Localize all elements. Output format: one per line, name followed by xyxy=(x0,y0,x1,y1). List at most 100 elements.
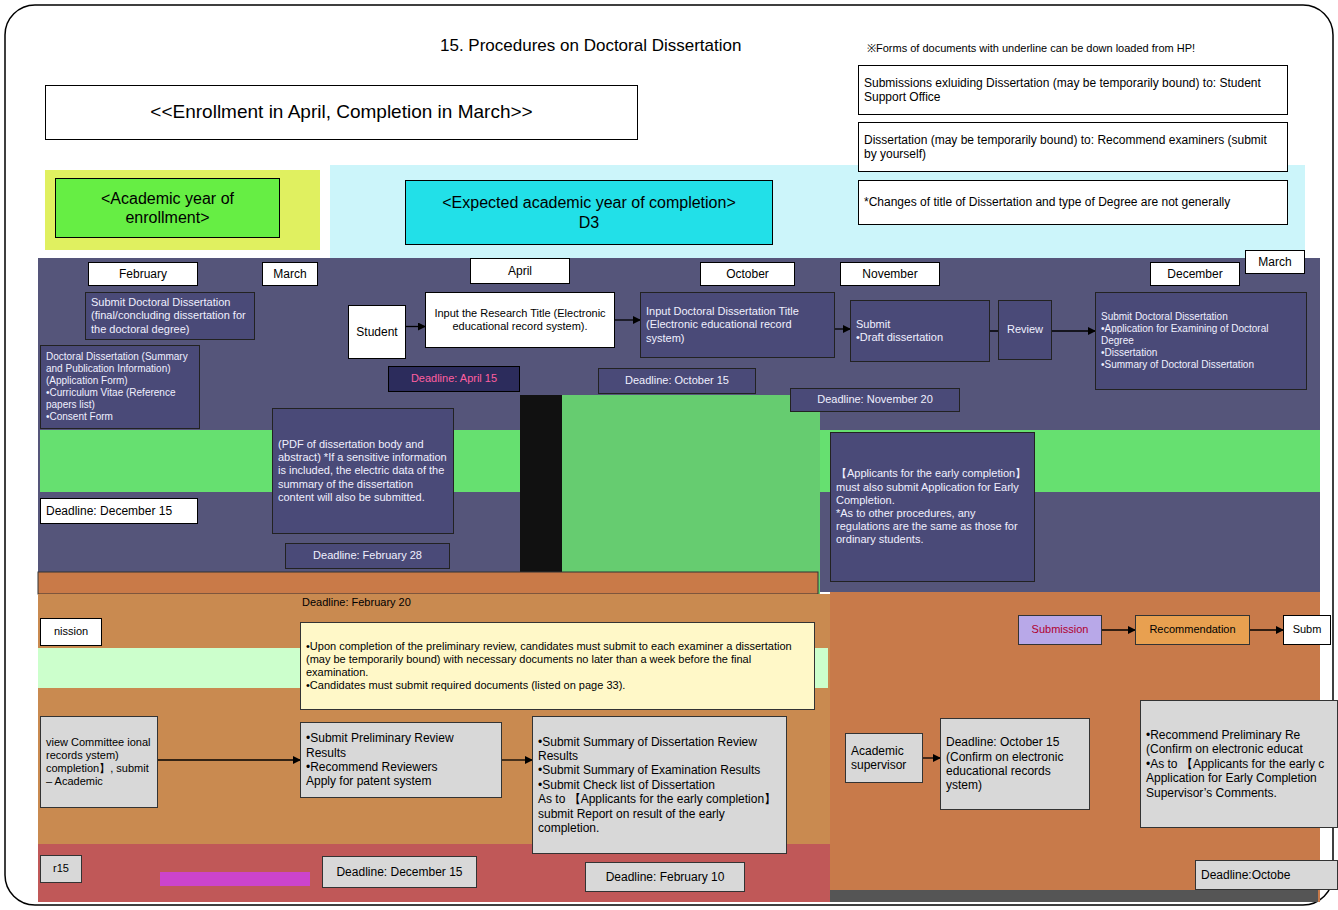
node-text: March xyxy=(268,267,312,281)
flow-arrow xyxy=(1102,629,1135,630)
node-subtext: •Candidates must submit required documen… xyxy=(306,679,809,692)
node-text: Deadline: October 15 xyxy=(604,374,750,387)
node-subtext: •Draft dissertation xyxy=(856,331,984,344)
node-subtext: •Consent Form xyxy=(46,411,194,423)
brown-bar xyxy=(38,572,818,594)
node-text: 【Applicants for the early completion】 mu… xyxy=(836,467,1029,507)
node-subtext: •Curriculum Vitae (Reference papers list… xyxy=(46,387,194,411)
node-text: Deadline: November 20 xyxy=(796,393,954,406)
node-text: Subm xyxy=(1289,623,1325,636)
node-text: Deadline: October 15 (Confirm on electro… xyxy=(946,735,1084,793)
node-text: Deadline: February 28 xyxy=(291,549,444,562)
node-subtext: Apply for patent system xyxy=(306,774,496,788)
process-box: Submit Doctoral Dissertation•Application… xyxy=(1095,292,1307,390)
note-label: ※Forms of documents with underline can b… xyxy=(865,40,1197,55)
flow-arrow xyxy=(835,328,850,329)
node-text: Deadline: December 15 xyxy=(328,865,471,879)
process-box: •Submit Summary of Dissertation Review R… xyxy=(532,716,787,854)
node-text: Academic supervisor xyxy=(851,744,917,773)
month-box: April xyxy=(470,258,570,284)
flow-arrow xyxy=(615,319,640,320)
flow-arrow xyxy=(406,326,425,327)
month-box: March xyxy=(1245,250,1305,274)
step-box: Review xyxy=(998,300,1052,360)
deadline-box: Deadline: December 15 xyxy=(322,856,477,888)
node-text: Deadline:Octobe xyxy=(1201,868,1332,882)
node-text: November xyxy=(846,267,934,281)
deadline-box: r15 xyxy=(40,855,82,883)
node-text: Submit Doctoral Dissertation xyxy=(1101,311,1301,323)
process-box: •Recommend Preliminary Re (Confirm on el… xyxy=(1140,700,1338,828)
step-box: nission xyxy=(40,618,102,646)
node-text: •Submit Summary of Dissertation Review R… xyxy=(538,735,781,764)
process-box: Doctoral Dissertation (Summary and Publi… xyxy=(40,345,200,429)
month-box: March xyxy=(262,262,318,286)
deadline-box: Deadline: February 28 xyxy=(285,543,450,569)
actor-box: Academic supervisor xyxy=(845,733,923,783)
node-text: <Academic year of enrollment> xyxy=(61,189,274,227)
process-box: Submit•Draft dissertation xyxy=(850,300,990,362)
node-subtext: •Recommend Reviewers xyxy=(306,760,496,774)
note-box: Submissions exluiding Dissertation (may … xyxy=(858,65,1288,115)
node-text: •Recommend Preliminary Re (Confirm on el… xyxy=(1146,728,1332,757)
node-text: Recommendation xyxy=(1141,623,1244,636)
deadline-box: Deadline: December 15 xyxy=(40,498,198,524)
node-subtext: •Dissertation xyxy=(1101,347,1301,359)
node-text: Input Doctoral Dissertation Title (Elect… xyxy=(646,305,829,345)
month-box: December xyxy=(1150,262,1240,286)
node-text: Submissions exluiding Dissertation (may … xyxy=(864,76,1282,105)
grey-strip xyxy=(830,890,1318,902)
process-box: •Submit Preliminary Review Results•Recom… xyxy=(300,722,502,798)
period-box: <Academic year of enrollment> xyxy=(55,178,280,238)
node-text: <<Enrollment in April, Completion in Mar… xyxy=(51,101,632,124)
black-block xyxy=(520,395,562,595)
node-text: •Upon completion of the preliminary revi… xyxy=(306,640,809,680)
note-box: Dissertation (may be temporarily bound) … xyxy=(858,122,1288,172)
flow-arrow xyxy=(158,759,300,760)
node-subtext: D3 xyxy=(411,213,767,232)
node-text: February xyxy=(94,267,192,281)
node-text: Submission xyxy=(1024,623,1096,636)
node-text: <Expected academic year of completion> xyxy=(411,193,767,212)
process-box: Input Doctoral Dissertation Title (Elect… xyxy=(640,292,835,358)
node-subtext: •Application for Examining of Doctoral D… xyxy=(1101,323,1301,347)
node-subtext: •Submit Summary of Examination Results xyxy=(538,763,781,777)
deadline-box: Deadline: February 10 xyxy=(585,862,745,892)
note-box: *Changes of title of Dissertation and ty… xyxy=(858,180,1288,225)
header-box: <<Enrollment in April, Completion in Mar… xyxy=(45,85,638,140)
node-text: March xyxy=(1251,255,1299,269)
flow-arrow xyxy=(502,759,532,760)
node-text: Doctoral Dissertation (Summary and Publi… xyxy=(46,351,194,387)
node-text: Deadline: December 15 xyxy=(46,504,192,518)
flow-arrow xyxy=(1250,629,1283,630)
node-text: Dissertation (may be temporarily bound) … xyxy=(864,133,1282,162)
note-label: Deadline: February 20 xyxy=(300,596,413,608)
flow-arrow xyxy=(923,757,940,758)
deadline-box: Deadline: April 15 xyxy=(388,366,520,392)
node-text: •Submit Preliminary Review Results xyxy=(306,731,496,760)
node-text: December xyxy=(1156,267,1234,281)
node-text: Deadline: April 15 xyxy=(394,372,514,385)
node-text: Submit Doctoral Dissertation (final/conc… xyxy=(91,296,249,336)
node-text: Input the Research Title (Electronic edu… xyxy=(431,307,609,333)
node-text: October xyxy=(706,267,789,281)
magenta-strip xyxy=(160,872,310,886)
node-text: Review xyxy=(1004,323,1046,336)
node-subtext: •Summary of Doctoral Dissertation xyxy=(1101,359,1301,371)
month-box: October xyxy=(700,262,795,286)
deadline-box: Deadline:Octobe xyxy=(1195,860,1338,890)
note-box: 【Applicants for the early completion】 mu… xyxy=(830,432,1035,582)
node-text: nission xyxy=(46,625,96,638)
node-subtext: *As to other procedures, any regulations… xyxy=(836,507,1029,547)
node-subtext: •Submit Check list of Dissertation xyxy=(538,778,781,792)
node-subtext: As to 【Applicants for the early completi… xyxy=(538,792,781,835)
process-box: Submit Doctoral Dissertation (final/conc… xyxy=(85,292,255,340)
month-box: February xyxy=(88,262,198,286)
step-box: Recommendation xyxy=(1135,615,1250,645)
green-block xyxy=(560,395,820,595)
month-box: November xyxy=(840,262,940,286)
process-box: view Committee ional records ystem) comp… xyxy=(40,716,158,808)
process-box: Input the Research Title (Electronic edu… xyxy=(425,292,615,348)
note-box: (PDF of dissertation body and abstract) … xyxy=(272,408,454,534)
